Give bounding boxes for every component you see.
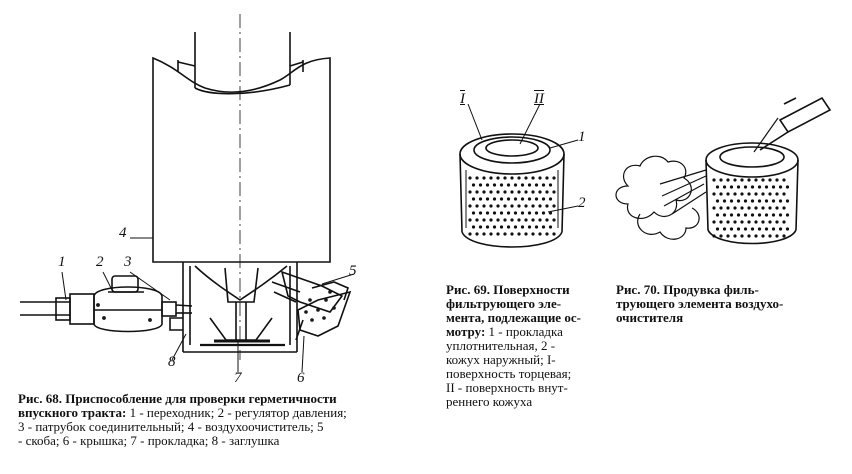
fig69-caption-l8: II - поверхность внут- [446,380,568,395]
leader-2 [547,205,579,213]
fig70-caption-2: трующего элемента воздухо- [616,296,784,311]
fig68-caption: Рис. 68. Приспособление для проверки гер… [18,392,388,448]
fig69-caption: Рис. 69. Поверхности фильтрующего эле- м… [446,283,596,409]
leader-I [467,103,483,141]
figure-69-filter [459,133,565,248]
fig70-caption-1: Рис. 70. Продувка филь- [616,282,759,297]
fig69-caption-l7: поверхность торцевая; [446,366,572,381]
fig69-caption-b2: фильтрующего эле- [446,296,562,311]
fig69-caption-l4: 1 - прокладка [488,324,563,339]
fig68-label-2: 2 [96,254,104,270]
fig69-label-I: I [460,91,465,107]
fig68-label-1: 1 [58,254,66,270]
fig69-caption-b4: мотру: [446,324,486,339]
fig69-label-II: II [534,91,544,107]
fig69-caption-l9: реннего кожуха [446,394,533,409]
fig69-label-1: 1 [578,129,586,145]
dust-cloud [615,155,707,240]
leader-II [519,103,541,145]
fig68-label-3: 3 [124,254,132,270]
fig69-caption-l6: кожух наружный; I- [446,352,556,367]
fig68-label-5: 5 [349,263,357,279]
fig70-caption: Рис. 70. Продувка филь- трующего элемент… [616,283,846,325]
fig69-caption-l5: уплотнительная, 2 - [446,338,556,353]
fig68-label-4: 4 [119,225,127,241]
fig69-label-2: 2 [578,195,586,211]
figure-70-filter [705,96,832,245]
fig69-caption-b1: Рис. 69. Поверхности [446,282,570,297]
fig70-caption-3: очистителя [616,310,684,325]
figure-70-dots [712,178,790,238]
fig68-caption-l1: 1 - переходник; 2 - регулятор давления; [129,405,347,420]
leader-1 [549,139,579,149]
fig68-label-8: 8 [168,354,176,370]
fig68-label-6: 6 [297,370,305,386]
fig69-caption-b3: мента, подлежащие ос- [446,310,581,325]
fig68-caption-l3: - скоба; 6 - крышка; 7 - прокладка; 8 - … [18,433,280,448]
fig68-label-7: 7 [234,370,242,386]
air-cleaner-body [152,56,331,263]
figure-69-dots [468,176,556,236]
fig68-caption-bold: Рис. 68. Приспособление для проверки гер… [18,391,337,420]
fig68-caption-l2: 3 - патрубок соединительный; 4 - воздухо… [18,419,324,434]
